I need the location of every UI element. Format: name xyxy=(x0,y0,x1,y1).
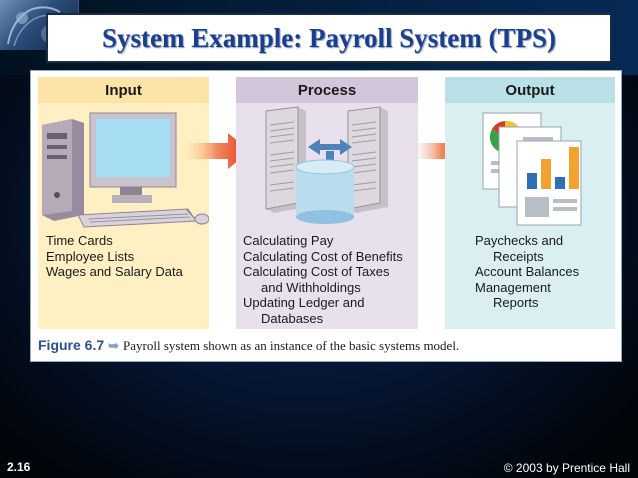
output-item: Receipts xyxy=(493,248,544,264)
input-item: Employee Lists xyxy=(46,248,135,264)
figure-caption-text: Payroll system shown as an instance of t… xyxy=(123,338,460,353)
caption-arrow-icon: ➥ xyxy=(108,338,120,353)
process-item: Calculating Pay xyxy=(243,233,334,248)
servers-database-icon xyxy=(265,106,388,224)
copyright-notice: © 2003 by Prentice Hall xyxy=(503,461,630,475)
output-header: Output xyxy=(445,77,615,103)
output-items: Paychecks and Receipts Account Balances … xyxy=(475,233,611,311)
input-to-process-arrow-icon xyxy=(182,133,250,169)
process-item: and Withholdings xyxy=(261,279,361,295)
reports-icon xyxy=(482,112,582,226)
output-item: Paychecks and xyxy=(475,233,564,248)
desktop-computer-icon xyxy=(42,112,209,228)
figure-label: Figure 6.7 xyxy=(38,337,105,353)
slide-title: System Example: Payroll System (TPS) xyxy=(102,22,556,53)
process-item: Databases xyxy=(261,310,324,326)
input-column: Input Time Cards Emplo xyxy=(38,77,209,329)
slide-title-box: System Example: Payroll System (TPS) xyxy=(46,13,612,63)
process-item: Calculating Cost of Taxes xyxy=(243,264,390,279)
figure-panel: Input Time Cards Emplo xyxy=(30,70,622,362)
output-item: Management xyxy=(475,279,551,295)
output-column: Output Paychecks and Recei xyxy=(445,77,615,329)
process-item: Calculating Cost of Benefits xyxy=(243,248,403,264)
slide-number: 2.16 xyxy=(7,460,31,474)
process-column: Process xyxy=(236,77,418,329)
process-items: Calculating Pay Calculating Cost of Bene… xyxy=(243,233,414,326)
output-item: Reports xyxy=(493,295,539,310)
input-item: Wages and Salary Data xyxy=(46,264,183,279)
output-item: Account Balances xyxy=(475,264,580,279)
input-header: Input xyxy=(38,77,209,103)
input-items: Time Cards Employee Lists Wages and Sala… xyxy=(46,233,205,280)
input-item: Time Cards xyxy=(46,233,113,248)
figure-caption: Figure 6.7➥Payroll system shown as an in… xyxy=(38,337,618,355)
process-header: Process xyxy=(236,77,418,103)
process-item: Updating Ledger and xyxy=(243,295,365,310)
